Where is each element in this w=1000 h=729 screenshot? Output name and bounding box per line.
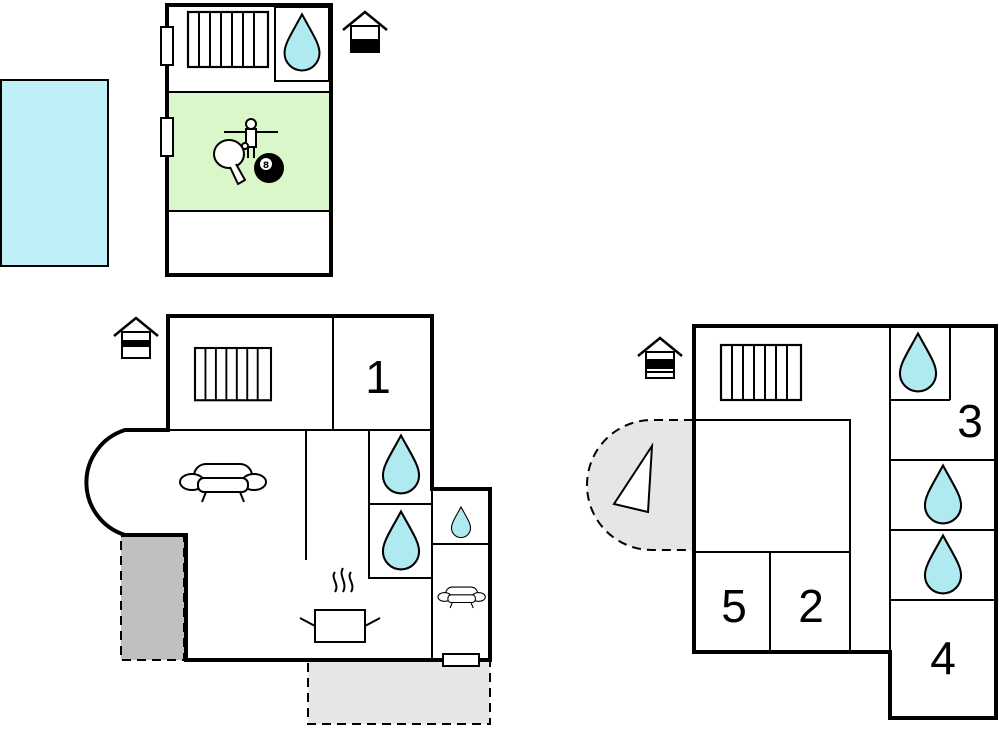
- main-building-upper-floor: [692, 324, 998, 720]
- window: [160, 26, 174, 66]
- radiator-icon: [719, 343, 803, 402]
- house-level-icon: [112, 316, 160, 360]
- door: [442, 653, 480, 667]
- room-number-3: 3: [957, 395, 983, 447]
- billiard-ball-label: 8: [263, 161, 269, 171]
- annex-building: [160, 3, 333, 277]
- cooking-pot-icon: [299, 567, 381, 643]
- swimming-pool: [0, 79, 109, 267]
- table-football-icon: [224, 118, 278, 158]
- radiator-icon: [193, 346, 273, 402]
- room-number-5: 5: [721, 580, 747, 632]
- room-number-1: 1: [365, 351, 391, 403]
- house-level-icon: [341, 10, 389, 54]
- house-level-icon: [636, 336, 684, 380]
- terrace-dark: [120, 535, 185, 661]
- room-number-2: 2: [798, 580, 824, 632]
- room-number-4: 4: [930, 632, 956, 684]
- door: [160, 117, 174, 157]
- table-tennis-icon: [213, 139, 249, 186]
- radiator-icon: [186, 10, 270, 69]
- sail-icon: [612, 442, 654, 514]
- main-building-ground-floor: [84, 314, 492, 667]
- billiard-ball-icon: 8: [254, 153, 284, 183]
- terrace-light: [307, 659, 491, 725]
